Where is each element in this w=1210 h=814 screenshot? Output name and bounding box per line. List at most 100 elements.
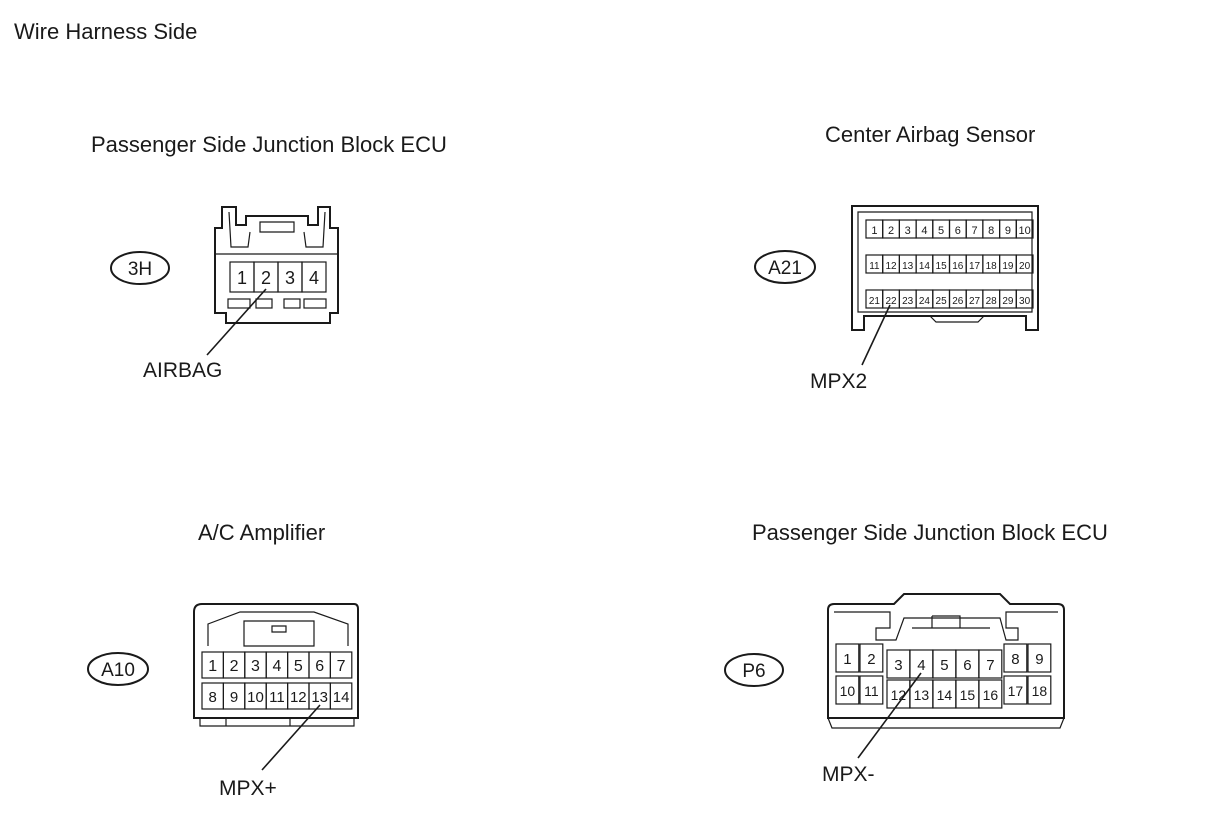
connector-p6: Passenger Side Junction Block ECU P6 1 2… (724, 520, 1108, 786)
svg-text:2: 2 (230, 658, 239, 675)
connector-a21-pin-13: 13 (898, 254, 917, 274)
svg-text:11: 11 (864, 683, 879, 699)
svg-text:24: 24 (919, 296, 931, 307)
connector-3h-latch (228, 211, 326, 248)
connector-a21-pin-8: 8 (982, 219, 1001, 239)
svg-text:2: 2 (888, 225, 894, 237)
svg-text:13: 13 (311, 689, 328, 706)
connector-a10-callout: MPX+ (219, 777, 277, 800)
connector-p6-pin-9: 9 (1027, 643, 1052, 673)
connector-a10-pin-10: 10 (244, 682, 267, 710)
connector-a10-code-badge (87, 652, 149, 686)
svg-text:18: 18 (1032, 683, 1048, 699)
connector-a10-pin-8: 8 (201, 682, 224, 710)
connector-p6-latch (834, 611, 1058, 641)
connector-p6-leader (857, 672, 922, 759)
svg-text:4: 4 (272, 658, 281, 675)
connector-3h-key (227, 298, 251, 309)
svg-text:7: 7 (337, 658, 346, 675)
svg-text:22: 22 (885, 296, 897, 307)
connector-p6-title: Passenger Side Junction Block ECU (752, 520, 1108, 545)
connector-a21-pin-21: 21 (865, 289, 884, 309)
connector-a21-pin-6: 6 (948, 219, 967, 239)
svg-text:2: 2 (867, 651, 875, 668)
svg-text:8: 8 (988, 225, 994, 237)
connector-p6-pin-17: 17 (1003, 675, 1028, 705)
svg-text:6: 6 (963, 657, 971, 674)
svg-text:4: 4 (917, 657, 925, 674)
connector-p6-pin-1: 1 (835, 643, 860, 673)
connector-p6-lock (912, 615, 990, 629)
connector-p6-pin-11: 11 (859, 675, 884, 705)
svg-text:1: 1 (237, 268, 247, 288)
svg-text:13: 13 (914, 687, 930, 703)
connector-a10-pin-7: 7 (329, 651, 353, 679)
connector-p6-pin-2: 2 (859, 643, 884, 673)
svg-text:23: 23 (902, 296, 914, 307)
connector-a10-housing (193, 603, 359, 719)
svg-text:17: 17 (1008, 683, 1024, 699)
connector-a21-code: A21 (768, 258, 802, 279)
svg-text:29: 29 (1002, 296, 1014, 307)
svg-text:15: 15 (936, 261, 948, 272)
svg-text:12: 12 (885, 261, 897, 272)
connector-a21-pin-27: 27 (965, 289, 984, 309)
svg-text:27: 27 (969, 296, 981, 307)
connector-a21-pin-22: 22 (882, 289, 901, 309)
connector-a21-pin-3: 3 (898, 219, 917, 239)
connector-a10-pin-2: 2 (222, 651, 246, 679)
connector-a10-title: A/C Amplifier (198, 520, 325, 545)
svg-text:21: 21 (869, 296, 881, 307)
connector-a10-pin-11: 11 (265, 682, 289, 710)
svg-text:3: 3 (905, 225, 911, 237)
connector-a10-pin-5: 5 (287, 651, 310, 679)
connector-p6-pin-5: 5 (932, 649, 957, 679)
connector-p6-housing (827, 593, 1065, 719)
connector-p6-pin-3: 3 (886, 649, 911, 679)
connector-3h-callout: AIRBAG (143, 359, 222, 382)
svg-text:10: 10 (247, 689, 264, 706)
svg-text:6: 6 (955, 225, 961, 237)
connector-a21-pin-4: 4 (915, 219, 934, 239)
connector-a10-pin-1: 1 (201, 651, 224, 679)
svg-text:10: 10 (1018, 225, 1030, 237)
connector-a21-pin-5: 5 (932, 219, 951, 239)
svg-text:7: 7 (971, 225, 977, 237)
connector-a21-title: Center Airbag Sensor (825, 122, 1035, 147)
svg-text:16: 16 (983, 687, 999, 703)
svg-text:1: 1 (843, 651, 851, 668)
connector-a21-pin-16: 16 (948, 254, 967, 274)
svg-text:8: 8 (209, 689, 217, 706)
svg-text:25: 25 (936, 296, 948, 307)
svg-text:6: 6 (315, 658, 324, 675)
connector-p6-pin-10: 10 (835, 675, 860, 705)
connector-a10: A/C Amplifier A10 1 2 3 4 5 6 7 8 9 10 1… (87, 520, 359, 800)
svg-text:12: 12 (290, 689, 307, 706)
connector-a21-housing (851, 205, 1039, 331)
connector-a21-callout: MPX2 (810, 370, 867, 393)
connector-a21-pin-29: 29 (998, 289, 1017, 309)
svg-text:13: 13 (902, 261, 914, 272)
svg-text:15: 15 (960, 687, 976, 703)
connector-a21-pin-11: 11 (865, 254, 884, 274)
connector-p6-pin-15: 15 (955, 679, 980, 709)
connector-a21-pin-9: 9 (998, 219, 1017, 239)
svg-text:10: 10 (840, 683, 856, 699)
connector-a21-pin-20: 20 (1015, 254, 1034, 274)
svg-text:11: 11 (269, 689, 285, 706)
connector-3h-key (303, 298, 327, 309)
connector-a21-pin-15: 15 (932, 254, 951, 274)
svg-text:30: 30 (1019, 296, 1031, 307)
svg-text:2: 2 (261, 268, 271, 288)
svg-text:19: 19 (1002, 261, 1014, 272)
connector-a21-code-badge (754, 250, 816, 284)
connector-a21-pin-28: 28 (982, 289, 1001, 309)
svg-text:20: 20 (1019, 261, 1031, 272)
svg-text:28: 28 (986, 296, 998, 307)
connector-a10-pin-12: 12 (287, 682, 310, 710)
connector-a10-latch (243, 620, 315, 647)
connector-a10-pin-9: 9 (222, 682, 246, 710)
svg-text:17: 17 (969, 261, 981, 272)
connector-a21-pin-18: 18 (982, 254, 1001, 274)
